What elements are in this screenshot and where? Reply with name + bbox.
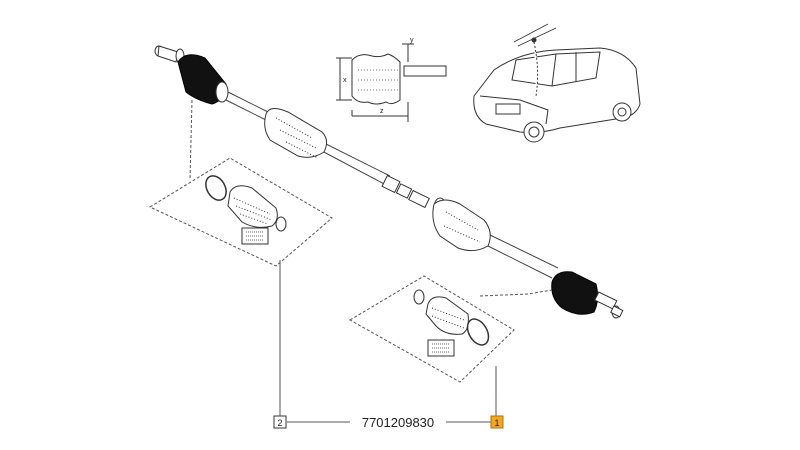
right-stub-shaft: [594, 291, 624, 319]
right-boot: [551, 271, 599, 315]
shaft-axis: [225, 91, 559, 279]
dim-label-y: y: [410, 37, 414, 44]
dim-label-z: z: [380, 108, 384, 115]
right-joint-housing: [432, 199, 491, 252]
right-boot-kit: [349, 275, 515, 383]
kit-leader-lines: [189, 99, 553, 297]
left-joint-housing: [264, 108, 328, 159]
callout-2[interactable]: 2: [273, 415, 287, 429]
callout-2-label: 2: [277, 418, 282, 428]
callout-1-label: 1: [494, 418, 499, 428]
left-boot-kit: [148, 157, 333, 267]
left-boot: [177, 54, 229, 105]
part-number: 7701209830: [362, 415, 434, 430]
dim-label-x: x: [343, 77, 347, 84]
vehicle-illustration: [473, 23, 641, 143]
dimension-inset: [336, 43, 447, 122]
callout-leaders: [279, 260, 497, 423]
callout-1[interactable]: 1: [490, 415, 504, 429]
